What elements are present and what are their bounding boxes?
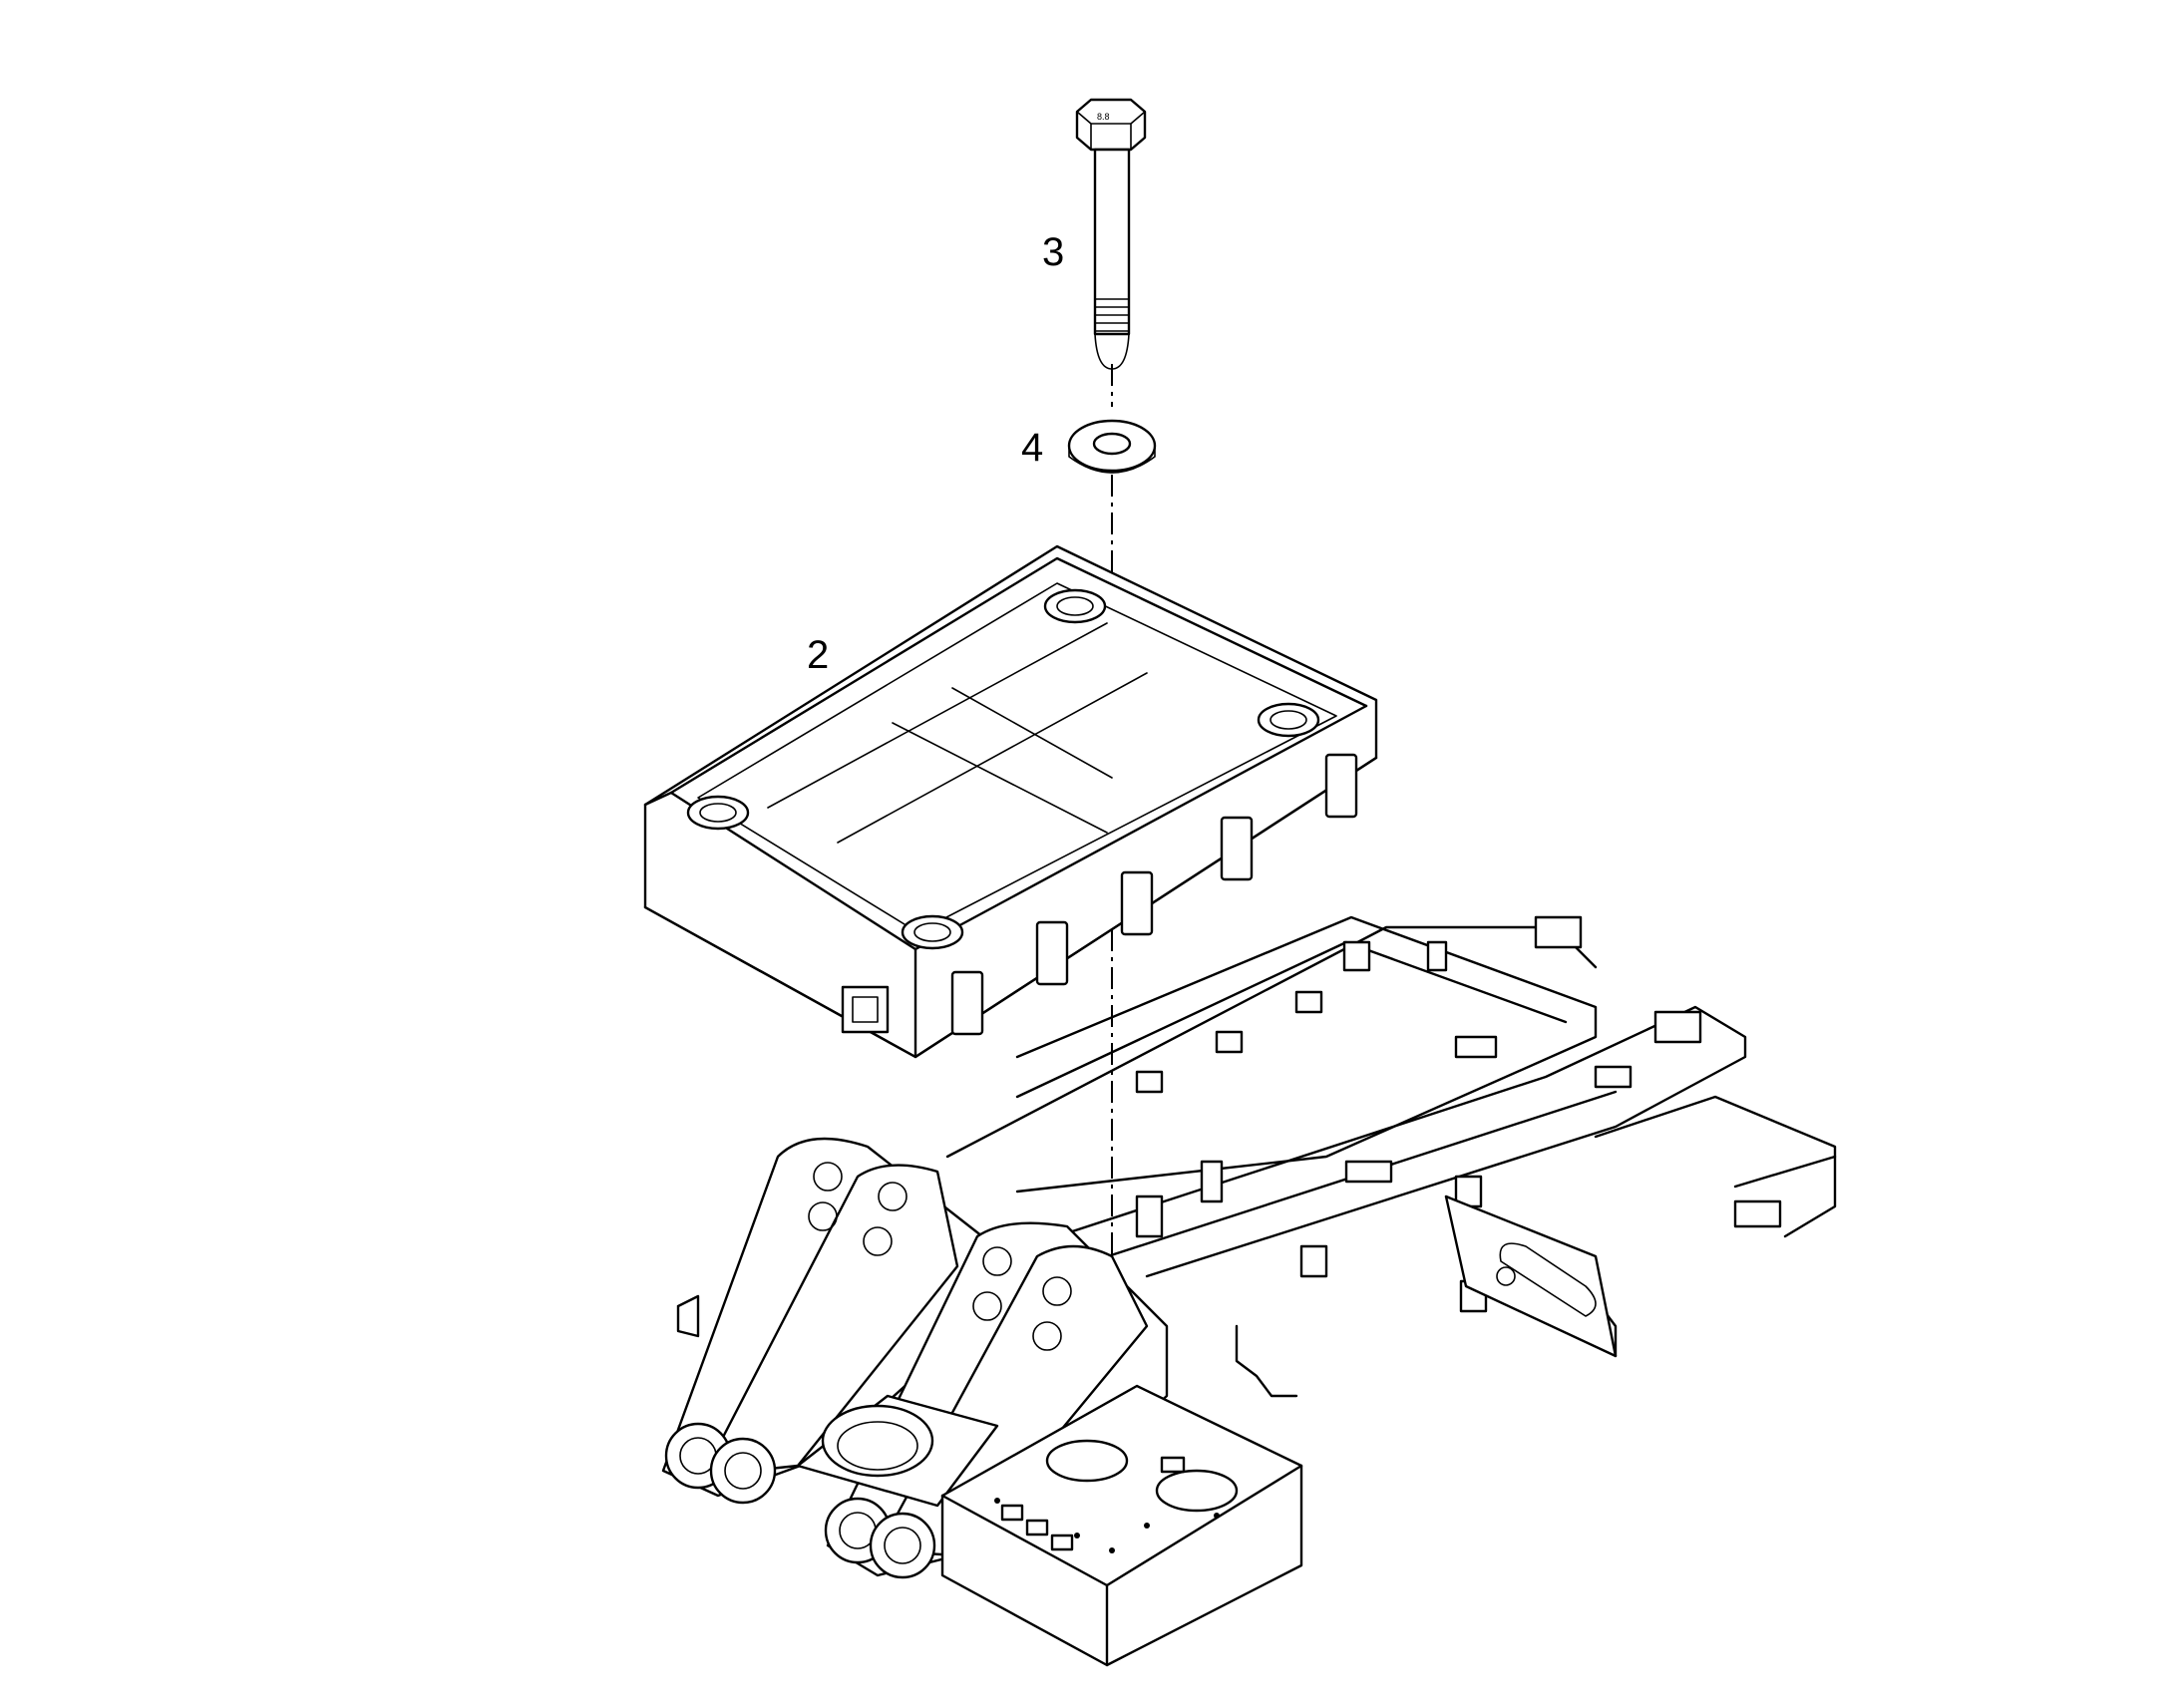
rear-hook <box>1235 1324 1298 1398</box>
boom-lug-left <box>661 1137 984 1505</box>
svg-text:8.8: 8.8 <box>1097 112 1110 122</box>
upper-frame-part <box>661 915 1837 1667</box>
callout-washer: 4 <box>1021 426 1043 470</box>
side-bracket <box>1444 1195 1618 1358</box>
counterweight-frame-part <box>643 544 1378 1059</box>
left-hook <box>676 1294 700 1338</box>
side-plates <box>950 753 1358 1036</box>
callout-counterweight: 2 <box>807 633 829 677</box>
callout-bolt: 3 <box>1042 230 1064 274</box>
swing-bearing-mount <box>796 1394 999 1508</box>
washer-part <box>1067 419 1157 474</box>
rear-mounting-block <box>940 1384 1303 1667</box>
hex-bolt-part: 8.8 <box>1075 98 1147 370</box>
corner-pad <box>686 588 1320 950</box>
lifting-slot <box>841 985 890 1034</box>
